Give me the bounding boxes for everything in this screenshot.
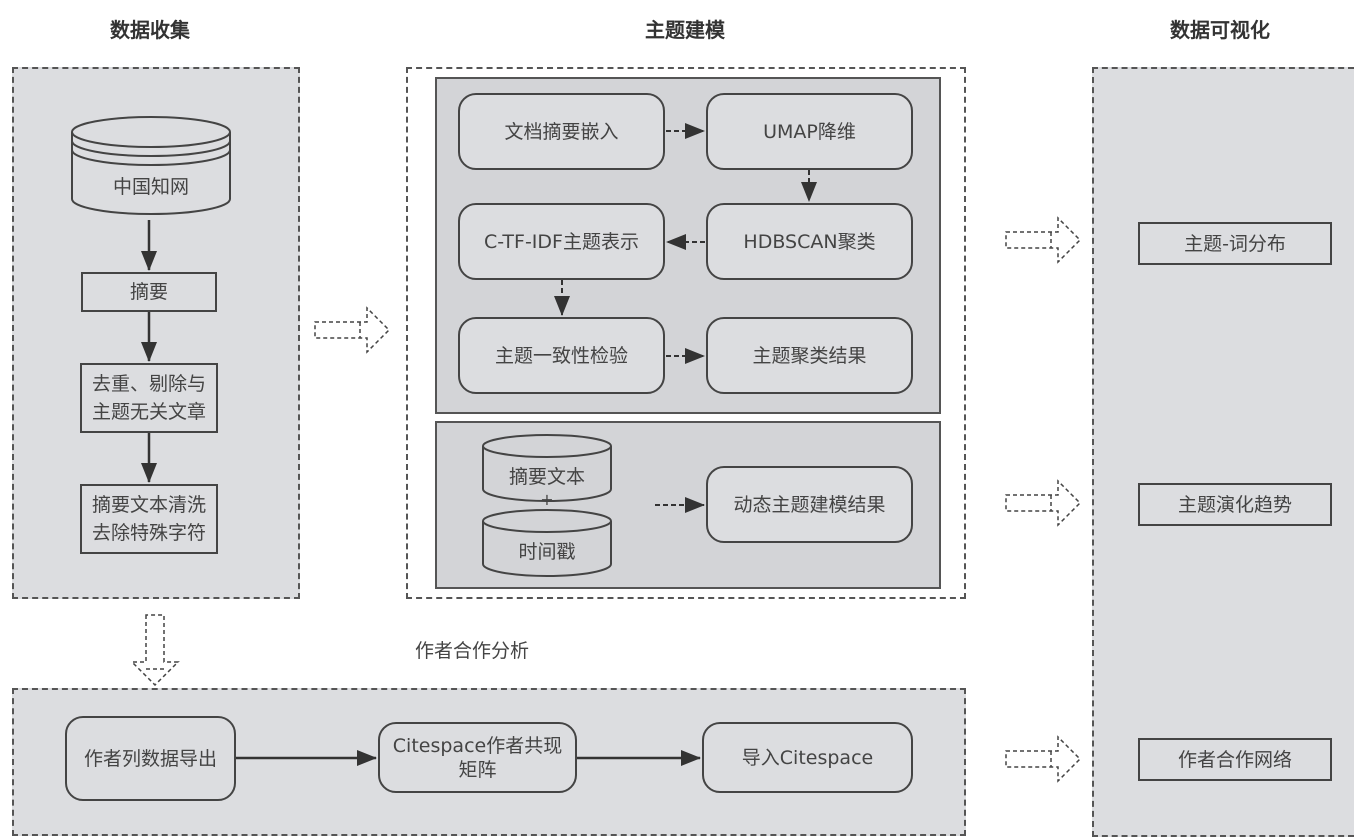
- step-abstract: 摘要: [81, 272, 217, 312]
- hollow-arrow-collection-to-coauthor: [130, 614, 180, 687]
- hollow-arrow-collection-to-modeling: [314, 306, 391, 354]
- node-coauthor-matrix: Citespace作者共现 矩阵: [378, 722, 577, 793]
- cnki-database-label: 中国知网: [112, 175, 189, 198]
- viz-topic-word-distribution: 主题-词分布: [1138, 222, 1332, 265]
- node-topic-coherence: 主题一致性检验: [458, 317, 665, 394]
- node-hdbscan-clustering: HDBSCAN聚类: [706, 203, 913, 280]
- node-document-embedding: 文档摘要嵌入: [458, 93, 665, 170]
- hollow-arrow-to-topic-word: [1005, 216, 1082, 264]
- step-text-cleaning: 摘要文本清洗 去除特殊字符: [80, 484, 218, 554]
- data-visualization-panel: [1092, 67, 1354, 837]
- cnki-database-icon: [71, 116, 231, 215]
- timestamp-database-icon: [482, 509, 612, 577]
- section-title-data-collection: 数据收集: [110, 18, 190, 42]
- node-topic-cluster-result: 主题聚类结果: [706, 317, 913, 394]
- step-deduplicate-filter: 去重、剔除与 主题无关文章: [80, 363, 218, 433]
- node-import-citespace: 导入Citespace: [702, 722, 913, 793]
- node-umap-reduction: UMAP降维: [706, 93, 913, 170]
- section-title-data-visualization: 数据可视化: [1170, 18, 1270, 42]
- plus-sign: +: [540, 489, 554, 509]
- viz-topic-evolution-trend: 主题演化趋势: [1138, 483, 1332, 526]
- hollow-arrow-to-evolution: [1005, 479, 1082, 527]
- abstract-text-label: 摘要文本: [508, 465, 585, 488]
- viz-coauthor-network: 作者合作网络: [1138, 738, 1332, 781]
- hollow-arrow-to-network: [1005, 735, 1082, 783]
- section-title-topic-modeling: 主题建模: [645, 18, 725, 42]
- node-dynamic-topic-result: 动态主题建模结果: [706, 466, 913, 543]
- node-author-export: 作者列数据导出: [65, 716, 236, 801]
- node-ctfidf-representation: C-TF-IDF主题表示: [458, 203, 665, 280]
- section-title-coauthor-analysis: 作者合作分析: [415, 640, 530, 662]
- timestamp-label: 时间戳: [518, 540, 576, 563]
- abstract-text-database-icon: [482, 434, 612, 502]
